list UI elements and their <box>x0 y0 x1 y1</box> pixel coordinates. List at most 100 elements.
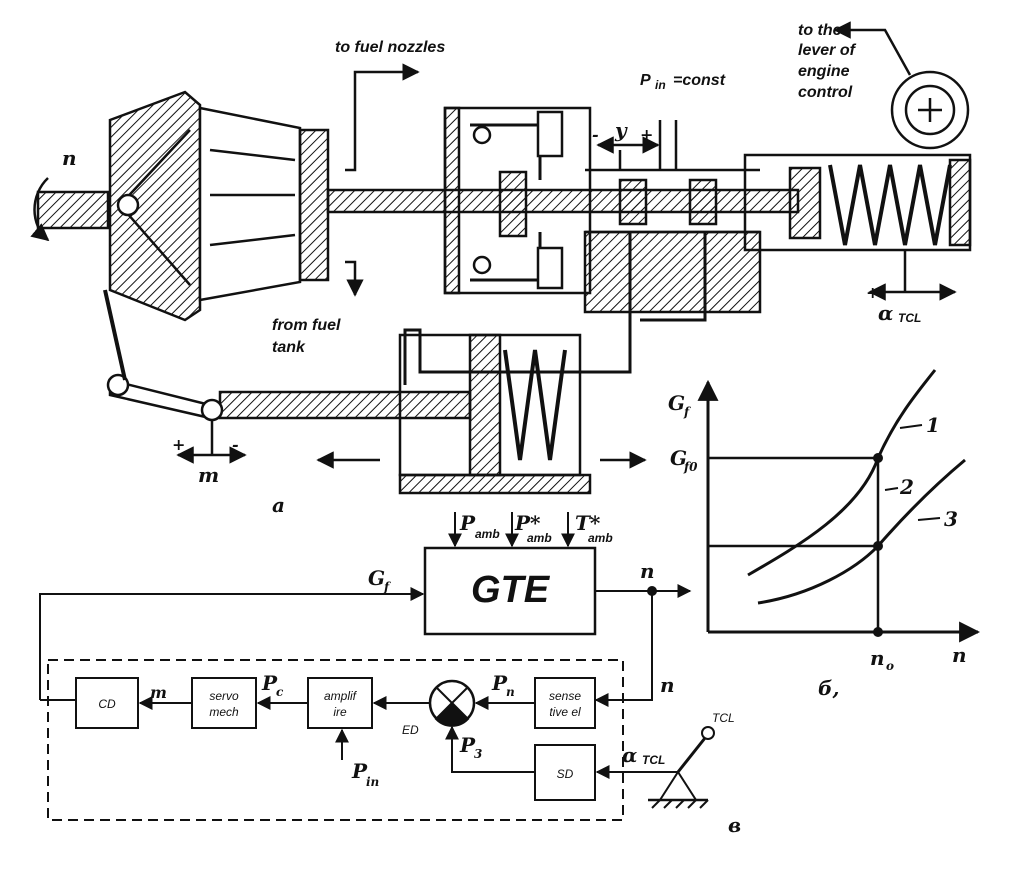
curve-1-label: 1 <box>926 413 940 437</box>
servo-label-2: mech <box>209 705 239 719</box>
n-feedback-label: n <box>660 673 675 697</box>
chart-xlabel: n <box>952 643 967 667</box>
block-diagram-labels: GTE P amb P* amb T* amb G f n n CD m ser… <box>98 511 741 837</box>
control-pulley <box>890 70 970 150</box>
pc-sub: c <box>276 685 284 699</box>
chart-ylabel-sub: f <box>683 405 691 419</box>
curve-1 <box>747 369 937 577</box>
gf-sub: f <box>383 580 391 594</box>
regulator-boundary <box>47 659 624 821</box>
m-plus-label: + <box>172 435 185 454</box>
from-tank-label-1: from fuel <box>272 317 341 334</box>
gf-label: G <box>368 566 385 590</box>
gte-label: GTE <box>471 569 551 611</box>
lever-label-1: to the <box>798 22 842 39</box>
p-star-label: P* <box>514 511 541 535</box>
panel-a-label: a <box>272 493 285 517</box>
piston-rod <box>218 390 472 420</box>
cd-block <box>75 677 139 729</box>
fuel-regulator-mechanism <box>30 21 972 495</box>
mechanism-labels: to fuel nozzles P in =const to the lever… <box>62 22 947 517</box>
governor-sleeve <box>498 170 528 238</box>
y-plus-label: + <box>640 125 653 144</box>
chart-x-tick-sub: o <box>886 659 894 673</box>
servo-mech-block <box>191 677 257 729</box>
n-output-label: n <box>640 559 655 583</box>
m-signal-label: m <box>150 683 167 702</box>
pivot-center <box>116 193 140 217</box>
t-star-label: T* <box>575 511 601 535</box>
lever-arrow <box>833 21 912 76</box>
m-minus-label: - <box>232 435 239 454</box>
curve-3 <box>757 458 966 605</box>
alpha-signal-label: α <box>622 743 637 767</box>
amplifier-label-1: amplif <box>324 689 358 703</box>
alpha-signal-sub: TCL <box>642 753 665 767</box>
sd-label: SD <box>557 767 574 781</box>
pump-flange <box>298 128 330 282</box>
flyweight-housing <box>108 90 202 322</box>
gf-feedback-line <box>39 587 425 700</box>
lever-label-4: control <box>798 84 853 101</box>
cd-label: CD <box>98 697 116 711</box>
pin-signal-label: P <box>351 759 368 783</box>
ed-label: ED <box>402 723 419 737</box>
chart-y-tick-sub: f0 <box>683 460 698 474</box>
from-tank-arrow <box>345 260 364 297</box>
chart-ylabel: G <box>668 391 685 415</box>
pin-label: P <box>640 72 651 89</box>
lever-label-2: lever of <box>798 42 857 59</box>
alpha-plus-label: + <box>866 283 879 302</box>
pc-label: P <box>261 671 278 695</box>
curve-3-label: 3 <box>944 507 958 531</box>
to-nozzles-arrow <box>345 63 420 172</box>
y-minus-label: - <box>592 125 599 144</box>
alpha-minus-label: - <box>940 285 947 304</box>
from-tank-label-2: tank <box>272 339 306 356</box>
pin-const-label: =const <box>673 72 726 89</box>
rotation-arrow <box>30 177 50 242</box>
operating-point-1 <box>873 453 883 463</box>
tcl-lever <box>676 737 707 773</box>
lever-label-3: engine <box>798 63 850 80</box>
sensitive-label-1: sense <box>549 689 581 703</box>
control-block-diagram <box>39 512 715 821</box>
t-star-sub: amb <box>588 531 613 545</box>
chart-y-tick: G <box>670 446 687 470</box>
sensitive-element-block <box>534 677 596 729</box>
y-label: y <box>614 118 628 142</box>
pn-label: P <box>491 671 508 695</box>
amplifier-label-2: ire <box>333 705 347 719</box>
p3-sub: 3 <box>474 747 482 761</box>
amplifier-block <box>307 677 373 729</box>
n0-point <box>873 627 883 637</box>
pin-sub-label: in <box>655 78 666 92</box>
p3-label: P <box>459 733 476 757</box>
to-fuel-nozzles-label: to fuel nozzles <box>335 39 445 56</box>
operating-point-2 <box>873 541 883 551</box>
servo-spring <box>503 349 567 461</box>
panel-c-label: в <box>728 813 741 837</box>
p-amb-label: P <box>459 511 476 535</box>
valve-housing <box>583 230 762 314</box>
panel-b-label: б, <box>818 676 839 700</box>
pn-sub: n <box>506 685 515 699</box>
m-label: m <box>198 463 219 487</box>
flyweight-arms <box>119 129 191 286</box>
input-shaft <box>36 190 110 230</box>
curve-2-label: 2 <box>899 475 914 499</box>
pump-rotor <box>198 106 302 302</box>
p-amb-sub: amb <box>475 527 500 541</box>
pin-signal-sub: in <box>366 775 379 789</box>
alpha-tcl-sub: TCL <box>898 311 921 325</box>
n-speed-label: n <box>62 146 77 170</box>
reference-spring <box>828 164 952 246</box>
p-star-sub: amb <box>527 531 552 545</box>
main-shaft <box>326 188 800 214</box>
tcl-label: TCL <box>712 711 735 725</box>
alpha-tcl-label: α <box>878 301 893 325</box>
servo-label-1: servo <box>209 689 239 703</box>
fuel-characteristic-chart: G f G f0 n o n 1 2 3 б, <box>668 369 981 700</box>
